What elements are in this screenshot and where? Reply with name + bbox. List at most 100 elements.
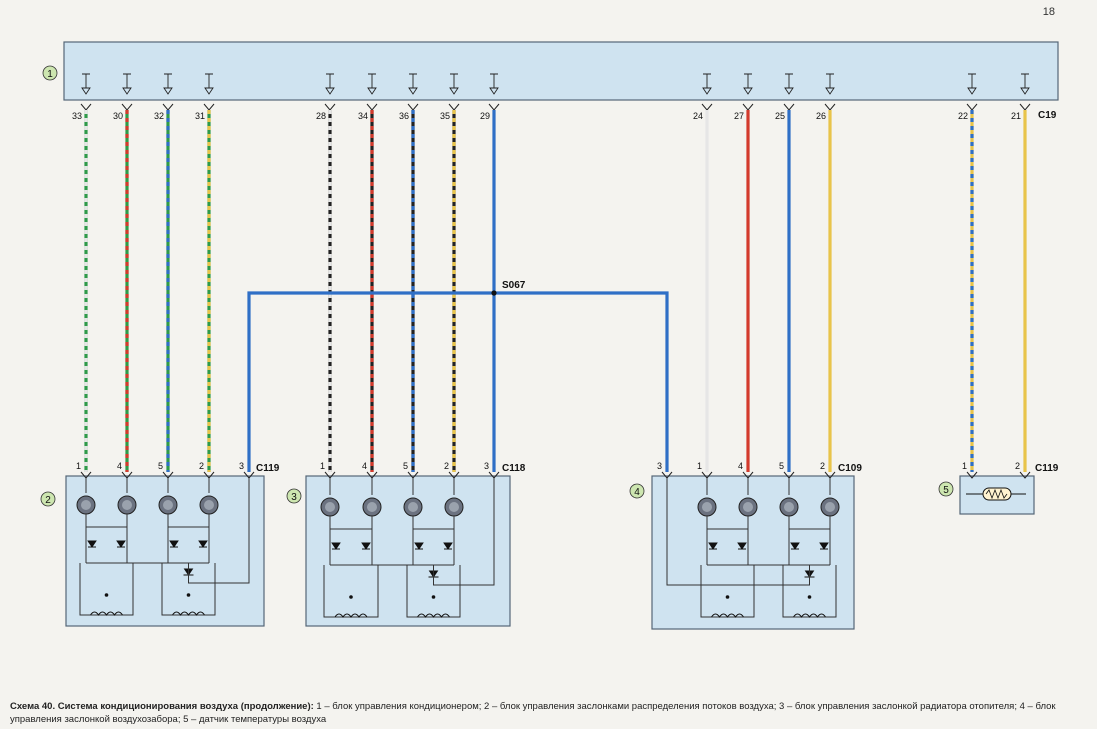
top-pin-31: 31 [195,111,205,121]
coil-icon [417,613,450,618]
diode-icon [331,542,341,550]
diode-branch [329,529,373,565]
component-number-2: 2 [45,495,51,506]
top-pin-35: 35 [440,111,450,121]
diode-icon [198,540,208,548]
top-pin-30: 30 [113,111,123,121]
top-pin-arrow [121,103,133,111]
wire-splice-to-block4 [494,291,669,472]
block4-pin-2: 2 [820,461,825,471]
top-pin-symbol [122,73,132,95]
top-pin-symbol [325,73,335,95]
ac-control-unit [63,41,1059,101]
connector-label-block4: C109 [838,463,862,474]
wire-splice-to-block2 [247,291,494,472]
coil-icon [172,611,205,616]
top-pin-symbol [702,73,712,95]
diode-icon [737,542,747,550]
diode-branch [788,529,831,565]
transistor-core [325,502,335,512]
block4-pin-1: 1 [697,461,702,471]
top-pin-arrow [1019,103,1031,111]
transistor-core [122,500,132,510]
coil-icon [334,613,368,618]
connector-label-block3: C118 [502,463,526,474]
top-pin-symbol [449,73,459,95]
transistor-core [784,502,794,512]
block2-pin-2: 2 [199,461,204,471]
top-pin-arrow [366,103,378,111]
top-pin-symbol [81,73,91,95]
transistor-core [204,500,214,510]
diode-icon [361,542,371,550]
pair-link [329,516,373,530]
pair-link [167,514,210,528]
common-return [86,478,250,584]
diode-icon [169,540,179,548]
top-pin-arrow [488,103,500,111]
block5-pin-1: 1 [962,461,967,471]
top-pin-symbol [1020,73,1030,95]
block-internals [76,478,840,618]
splice-label: S067 [502,280,526,291]
block2-pin-3: 3 [239,461,244,471]
connector-label-top: C19 [1038,110,1057,121]
junction-dot [807,595,812,599]
top-pin-arrow [783,103,795,111]
top-pin-arrow [324,103,336,111]
page-number: 18 [1042,6,1055,18]
diode-icon [790,542,800,550]
junction-dot [431,595,436,599]
top-pin-33: 33 [72,111,82,121]
pair-link [85,514,128,528]
top-pin-arrow [162,103,174,111]
component-marker-4 [629,483,645,499]
transistor-core [702,502,712,512]
transistor-core [163,500,173,510]
top-pin-symbol [784,73,794,95]
caption-text: 1 – блок управления кондиционером; 2 – б… [10,701,1056,725]
component-number-3: 3 [291,492,297,503]
splice-dot [491,290,497,296]
top-pin-arrow [203,103,215,111]
pair-link [412,516,455,530]
diode-branch [412,529,455,565]
top-pin-symbol [967,73,977,95]
component-number-1: 1 [47,69,53,80]
top-pin-36: 36 [399,111,409,121]
block-pin-arrow [1019,471,1031,479]
block3-pin-5: 5 [403,461,408,471]
component-marker-3 [286,488,302,504]
caption-title: Схема 40. Система кондиционирования возд… [10,701,314,712]
common-return [666,478,830,586]
top-pin-26: 26 [816,111,826,121]
connector-label-block2: C119 [256,463,280,474]
top-pin-28: 28 [316,111,326,121]
top-pin-symbol [408,73,418,95]
junction-dot [104,593,109,597]
diode-icon [87,540,97,548]
top-pin-arrow [80,103,92,111]
connector-label-block5: C119 [1035,463,1059,474]
block3-pin-1: 1 [320,461,325,471]
block2-pin-4: 4 [117,461,122,471]
block3-pin-3: 3 [484,461,489,471]
top-pin-22: 22 [958,111,968,121]
diode-branch [85,527,128,563]
coil-icon [711,613,744,618]
block3-pin-4: 4 [362,461,367,471]
top-pin-29: 29 [480,111,490,121]
block4-pin-3: 3 [657,461,662,471]
block4-pin-5: 5 [779,461,784,471]
top-pin-25: 25 [775,111,785,121]
diode-branch [706,529,749,565]
component-number-5: 5 [943,485,949,496]
top-pin-34: 34 [358,111,368,121]
component-marker-5 [938,481,954,497]
block4-pin-4: 4 [738,461,743,471]
diode-icon [819,542,829,550]
block2-pin-1: 1 [76,461,81,471]
block2-pin-5: 5 [158,461,163,471]
block3-pin-2: 2 [444,461,449,471]
